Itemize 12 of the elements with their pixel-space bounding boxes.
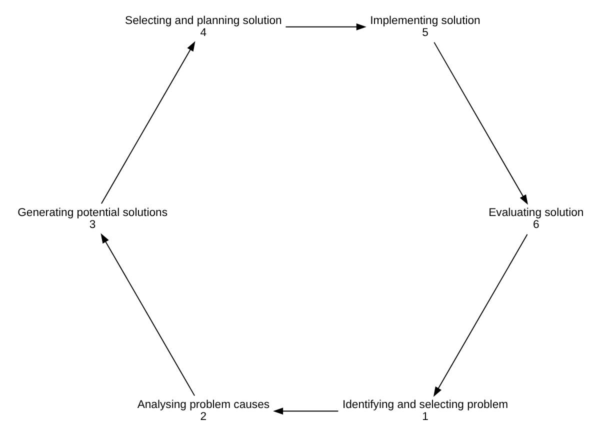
node-text: Generating potential solutions 3 <box>17 206 167 232</box>
arrow <box>433 42 528 205</box>
arrow <box>100 41 195 204</box>
arrow <box>432 234 528 397</box>
node-text: Identifying and selecting problem 1 <box>342 399 508 424</box>
arrow <box>100 233 195 396</box>
node-text: Implementing solution 5 <box>370 14 480 39</box>
arrow <box>272 408 338 415</box>
node-text: Analysing problem causes 2 <box>136 399 270 424</box>
node-text: Selecting and planning solution 4 <box>124 14 282 39</box>
node-text: Evaluating solution 6 <box>488 206 584 232</box>
arrow <box>284 23 366 30</box>
